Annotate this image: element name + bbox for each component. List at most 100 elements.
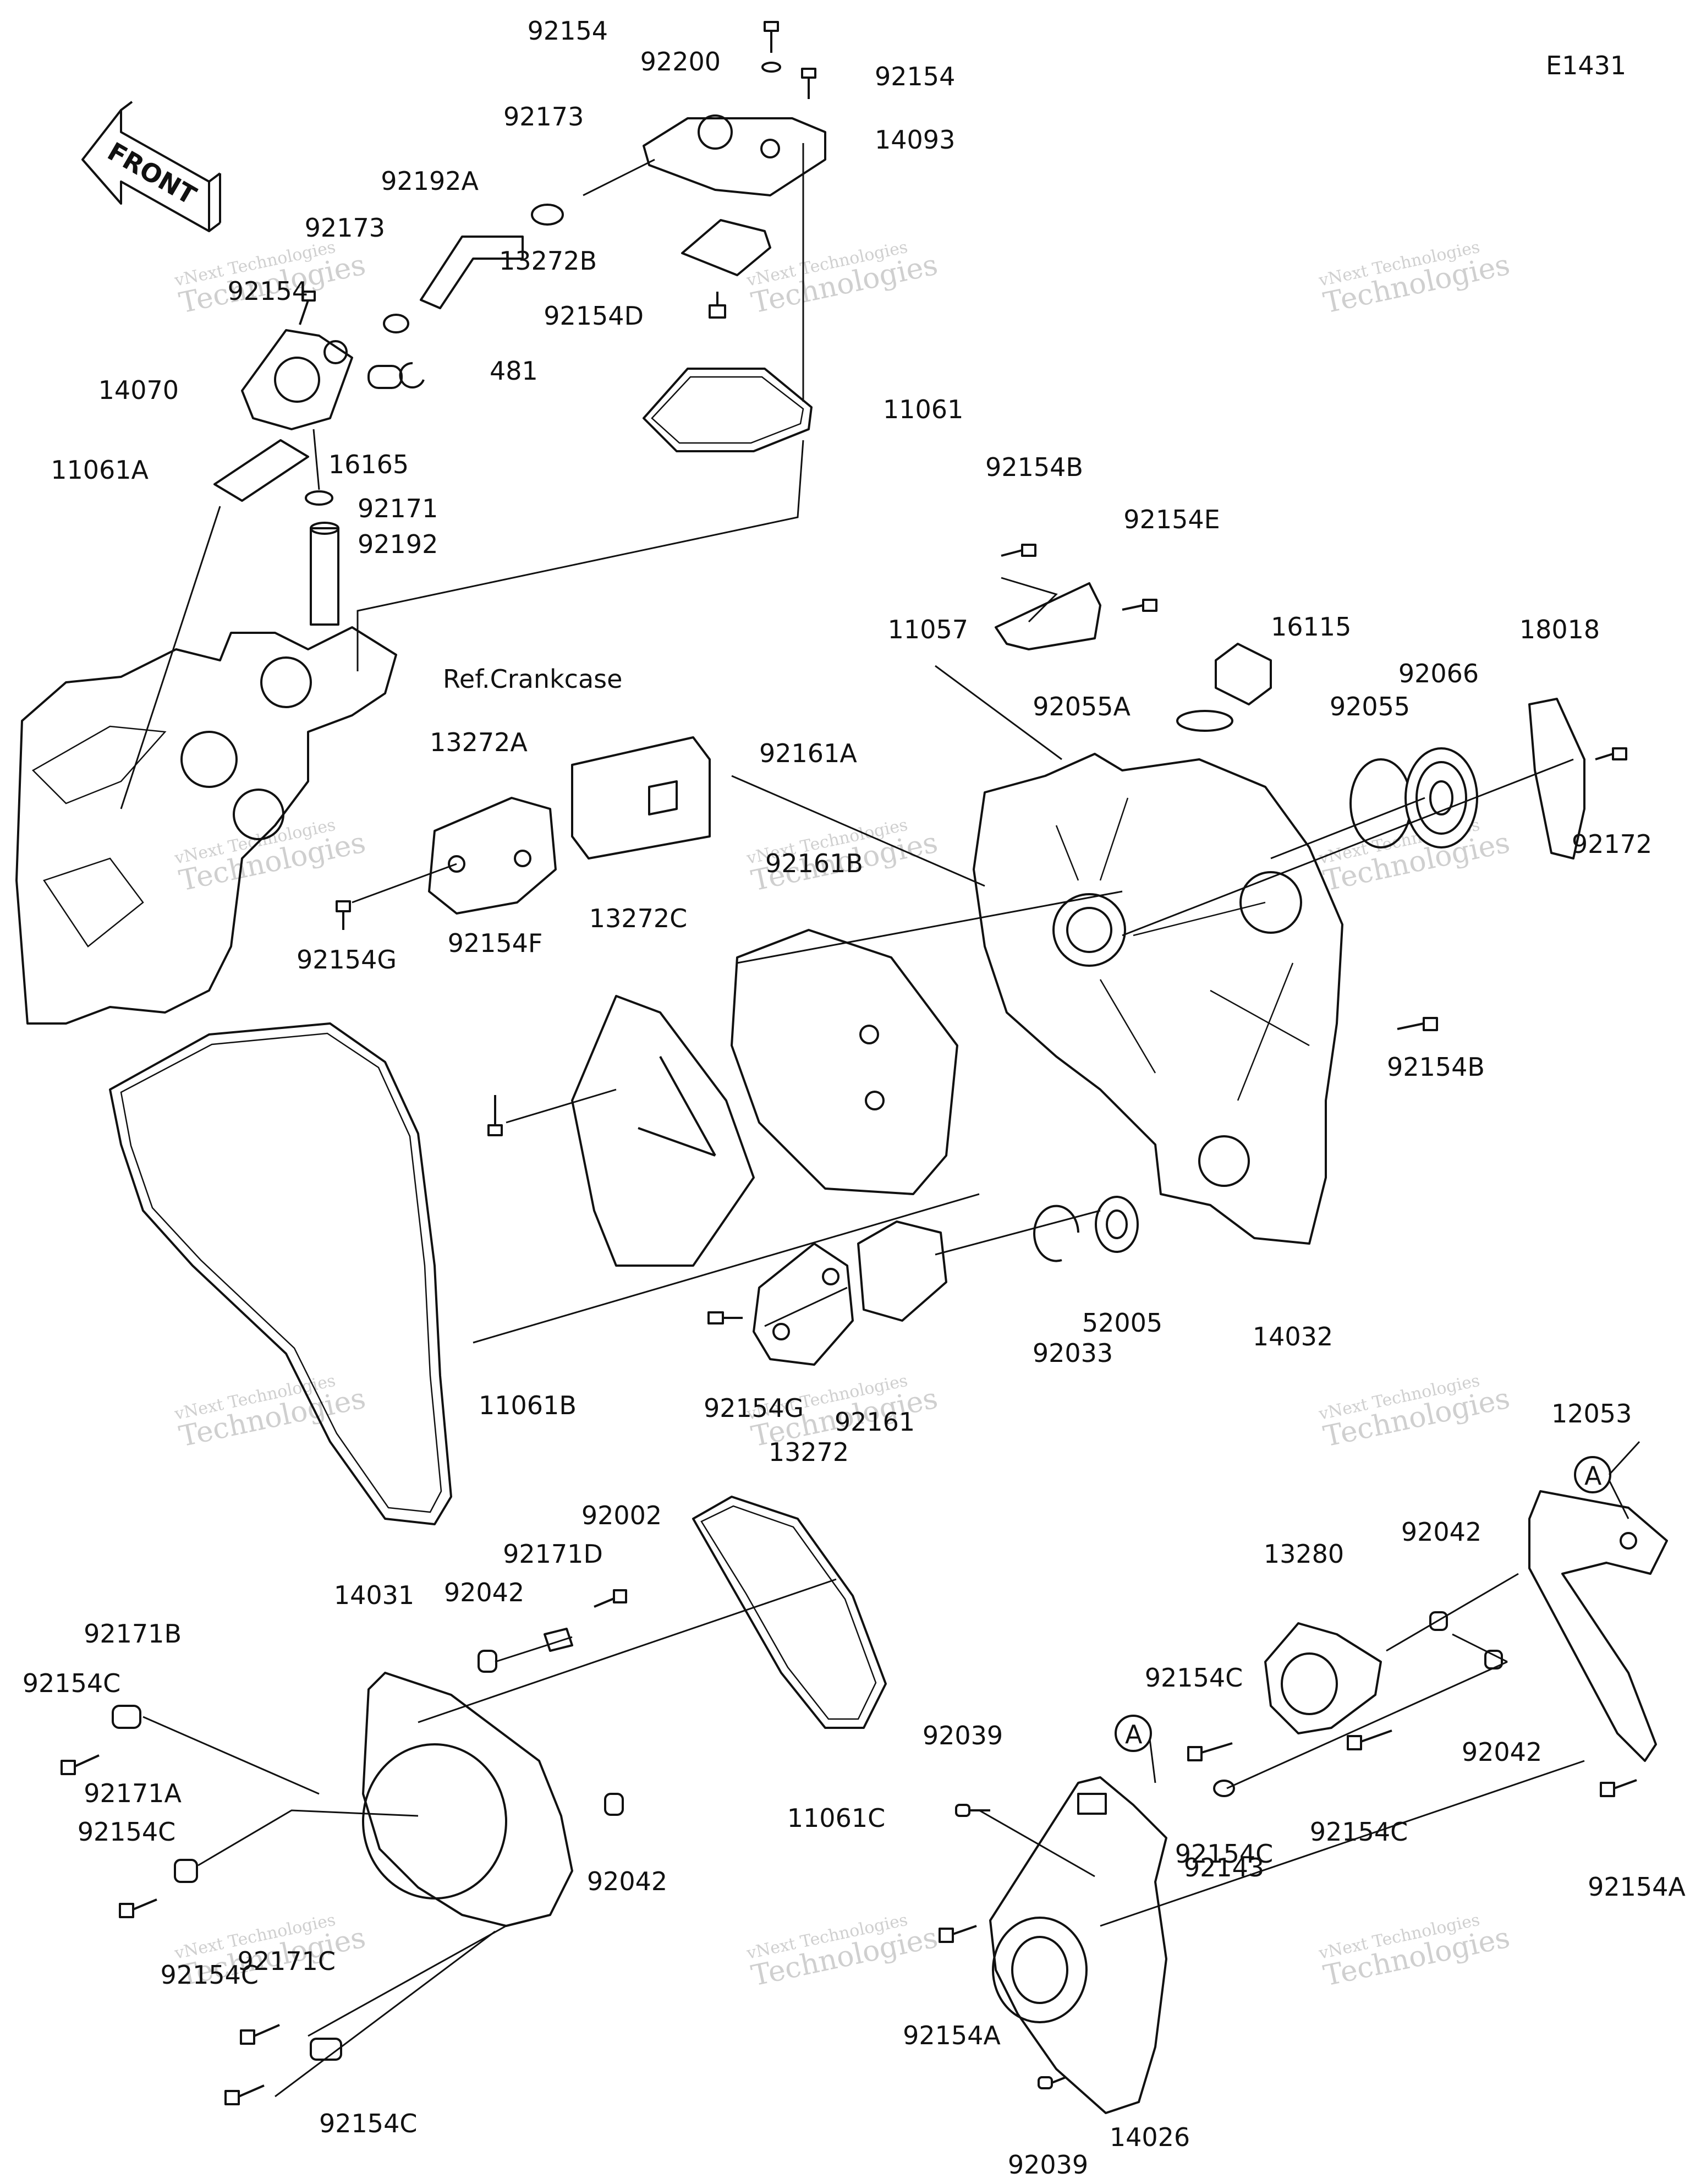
pad-92161b bbox=[731, 929, 958, 1195]
plate-13272a bbox=[428, 797, 557, 915]
part-number-label: 92066 bbox=[1398, 659, 1479, 688]
gasket-11061a bbox=[213, 439, 309, 502]
bolt-icon bbox=[594, 1589, 627, 1608]
part-number-label: 92161A bbox=[759, 738, 857, 768]
crankcase-reference bbox=[15, 626, 397, 1025]
part-number-label: 92154 bbox=[228, 276, 308, 306]
plate-13272 bbox=[753, 1242, 854, 1366]
cover-14026 bbox=[989, 1776, 1167, 2114]
part-number-label: 92154G bbox=[297, 945, 397, 975]
bolt-icon bbox=[707, 1311, 743, 1324]
part-number-label: 13272A bbox=[430, 727, 528, 757]
bracket-11057 bbox=[995, 582, 1101, 650]
bolt-icon bbox=[1122, 599, 1157, 612]
part-number-label: 14070 bbox=[98, 375, 179, 405]
hose-92192 bbox=[310, 527, 339, 626]
part-number-label: 92173 bbox=[305, 213, 385, 243]
bolt-icon bbox=[709, 292, 726, 319]
bolt-icon bbox=[1187, 1742, 1233, 1761]
clamp-92171c bbox=[310, 2038, 342, 2061]
part-number-label: 92171D bbox=[503, 1539, 603, 1569]
cover-14031 bbox=[362, 1672, 573, 1927]
bolt-icon bbox=[299, 291, 316, 325]
gasket-11061b bbox=[109, 1022, 452, 1525]
bolt-icon bbox=[336, 900, 351, 930]
part-number-label: 92042 bbox=[1462, 1737, 1542, 1767]
part-number-label: 92039 bbox=[923, 1721, 1003, 1750]
part-number-label: 92042 bbox=[587, 1866, 667, 1896]
sprocket-cover-assembly bbox=[939, 1490, 1668, 2114]
part-number-label: 92171A bbox=[84, 1778, 182, 1808]
middle-plates bbox=[109, 736, 958, 1525]
ring-481 bbox=[399, 362, 425, 388]
bolt-icon bbox=[1595, 747, 1627, 760]
bolt-icon bbox=[119, 1898, 157, 1918]
part-number-label: 14026 bbox=[1110, 2122, 1190, 2152]
part-number-label: 92192A bbox=[381, 166, 479, 196]
part-number-label: 92154B bbox=[985, 452, 1083, 482]
clutch-cover-assembly bbox=[973, 544, 1627, 1262]
bolt-icon bbox=[224, 2084, 265, 2105]
part-number-label: 16115 bbox=[1271, 612, 1351, 642]
clamp-92171b bbox=[112, 1705, 141, 1729]
part-number-label: 92171 bbox=[358, 494, 438, 523]
pipe-14070 bbox=[241, 329, 353, 430]
bolt-icon bbox=[1001, 544, 1036, 557]
part-number-label: 92154A bbox=[1588, 1872, 1686, 1902]
gasket-11061 bbox=[643, 368, 813, 452]
part-number-label: 14032 bbox=[1253, 1322, 1333, 1351]
guard-18018 bbox=[1528, 698, 1585, 860]
part-number-label: 11061 bbox=[883, 395, 963, 424]
part-number-label: 92171B bbox=[84, 1619, 182, 1649]
part-number-label: 92154C bbox=[1310, 1817, 1408, 1847]
oring-92055a bbox=[1176, 710, 1233, 732]
clamp-92173 bbox=[383, 314, 409, 333]
part-number-label: 92161 bbox=[835, 1407, 915, 1437]
part-number-label: 92154B bbox=[1387, 1052, 1485, 1082]
bolt-icon bbox=[61, 1754, 100, 1775]
washer-92143 bbox=[1213, 1780, 1235, 1797]
dowel-92042 bbox=[604, 1793, 624, 1816]
part-number-label: 92055A bbox=[1033, 692, 1131, 721]
svg-text:A: A bbox=[1584, 1461, 1602, 1491]
cover-14032 bbox=[973, 753, 1343, 1245]
gasket-11061c bbox=[692, 1496, 887, 1729]
part-number-label: 92154A bbox=[903, 2021, 1001, 2050]
part-number-label: 92002 bbox=[581, 1501, 662, 1530]
part-number-label: 92154 bbox=[875, 62, 955, 91]
dowel-92042 bbox=[478, 1650, 497, 1673]
part-number-label: 92171C bbox=[238, 1946, 336, 1976]
circlip-92033 bbox=[1033, 1205, 1079, 1262]
part-number-label: 92161B bbox=[765, 849, 863, 878]
bolt-icon bbox=[801, 68, 816, 99]
part-number-label: 11057 bbox=[888, 615, 968, 644]
part-number-label: 11061B bbox=[479, 1391, 577, 1420]
washer-icon bbox=[761, 62, 781, 73]
front-arrow-icon: FRONT bbox=[81, 101, 221, 232]
ref-marker-a: A bbox=[1115, 1715, 1156, 1783]
bolt-icon bbox=[939, 1925, 977, 1943]
part-number-label: Ref.Crankcase bbox=[443, 664, 622, 694]
diagram-code: E1431 bbox=[1546, 51, 1626, 80]
clamp-92171a bbox=[174, 1859, 198, 1883]
part-number-label: 11061A bbox=[51, 455, 149, 485]
guide-12053 bbox=[1528, 1490, 1668, 1762]
bolt-icon bbox=[1347, 1729, 1392, 1750]
part-number-label: 92154E bbox=[1123, 505, 1220, 534]
bolt-icon bbox=[487, 1095, 503, 1136]
part-number-label: 481 bbox=[490, 356, 538, 386]
hose-92192a bbox=[420, 236, 524, 309]
part-number-label: 92200 bbox=[640, 47, 721, 76]
part-number-label: 92143 bbox=[1184, 1853, 1264, 1882]
generator-cover-assembly bbox=[61, 1496, 887, 2105]
part-number-label: 92042 bbox=[1401, 1517, 1482, 1547]
part-number-label: 13272 bbox=[769, 1437, 849, 1467]
pad-92161 bbox=[857, 1220, 947, 1322]
part-number-label: 92154C bbox=[161, 1960, 259, 1990]
plate-13272b bbox=[681, 219, 771, 276]
upper-cover-assembly bbox=[213, 21, 826, 626]
part-number-label: 92154 bbox=[528, 16, 608, 46]
part-number-label: 92154C bbox=[1145, 1663, 1243, 1693]
clamp-92171d bbox=[544, 1628, 573, 1652]
